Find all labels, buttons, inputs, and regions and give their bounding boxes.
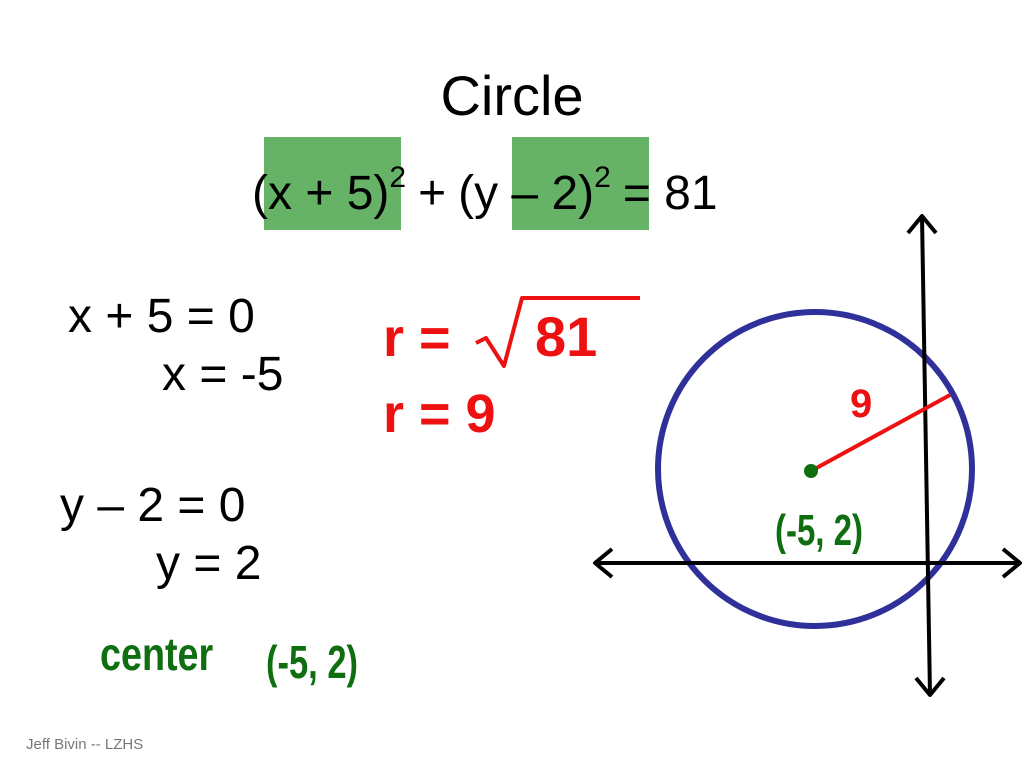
y-axis-top-arrow bbox=[906, 214, 938, 235]
y-axis bbox=[920, 215, 932, 696]
graph-center-label: (-5, 2) bbox=[775, 507, 863, 556]
radius-line-1: r = bbox=[383, 308, 451, 368]
y-axis-bottom-arrow bbox=[914, 676, 946, 697]
center-label: center bbox=[100, 628, 214, 680]
x-axis-right-arrow bbox=[1001, 547, 1022, 579]
radius-line-2: r = 9 bbox=[383, 384, 496, 444]
slide-title: Circle bbox=[440, 64, 584, 127]
y-term-highlight bbox=[512, 137, 649, 230]
equation-x-term: x + 5 bbox=[267, 167, 374, 220]
equation-y-term: y – 2 bbox=[474, 167, 579, 220]
graph-circle bbox=[655, 309, 975, 629]
equation-plus: + bbox=[418, 167, 447, 220]
equation-y-exponent: 2 bbox=[594, 161, 611, 194]
x-step-2: x = -5 bbox=[162, 348, 284, 401]
equation-rhs: = 81 bbox=[622, 167, 718, 220]
x-axis-left-arrow bbox=[593, 547, 614, 579]
center-point-text: (-5, 2) bbox=[266, 636, 359, 688]
center-dot bbox=[804, 464, 818, 478]
equation-x-exponent: 2 bbox=[389, 161, 407, 194]
footer-credit: Jeff Bivin -- LZHS bbox=[26, 736, 144, 753]
circle-equation: (x + 5)2+(y – 2)2= 81 bbox=[252, 148, 718, 224]
radius-segment bbox=[810, 393, 951, 473]
radius-value-label: 9 bbox=[850, 382, 872, 426]
y-step-1: y – 2 = 0 bbox=[60, 479, 246, 532]
sqrt-symbol bbox=[475, 296, 640, 368]
x-step-1: x + 5 = 0 bbox=[68, 290, 255, 343]
x-term-highlight bbox=[264, 137, 401, 230]
y-step-2: y = 2 bbox=[156, 537, 262, 590]
radius-radicand: 81 bbox=[535, 305, 598, 368]
